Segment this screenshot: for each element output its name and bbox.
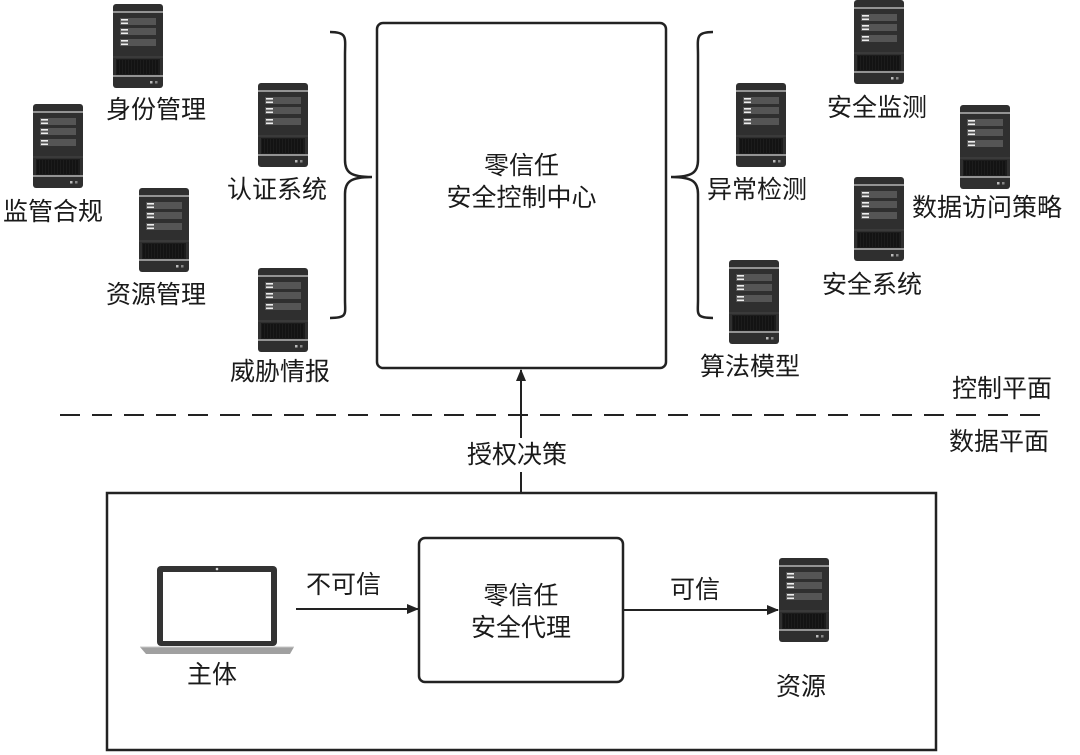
label-algorithm-model: 算法模型 (700, 352, 801, 381)
server-icon-threat-intelligence (258, 268, 308, 352)
control-center-title: 零信任 安全控制中心 (377, 150, 666, 214)
server-icon-algorithm-model (729, 260, 779, 344)
server-icon-security-system (854, 177, 904, 261)
left-brace (329, 30, 373, 320)
laptop-icon (140, 566, 294, 654)
proxy-line1: 零信任 (483, 581, 559, 610)
label-security-monitoring: 安全监测 (827, 93, 928, 122)
label-control-plane: 控制平面 (952, 374, 1053, 403)
label-untrusted: 不可信 (306, 570, 382, 599)
server-icon-resource-management (139, 188, 189, 272)
right-brace (670, 30, 714, 320)
label-authorization-decision: 授权决策 (467, 440, 568, 470)
server-icon-compliance (33, 104, 83, 188)
label-identity-management: 身份管理 (106, 95, 207, 124)
server-icon-security-monitoring (854, 0, 904, 84)
proxy-box (417, 536, 625, 684)
label-subject: 主体 (187, 660, 238, 689)
server-icon-authentication-system (258, 83, 308, 167)
label-threat-intelligence: 威胁情报 (230, 357, 331, 386)
label-data-access-policy: 数据访问策略 (912, 193, 1063, 222)
server-icon-data-access-policy (960, 105, 1010, 189)
control-center-line2: 安全控制中心 (446, 183, 597, 212)
server-icon-identity-management (113, 4, 163, 88)
label-security-system: 安全系统 (822, 270, 923, 299)
label-authentication-system: 认证系统 (227, 175, 328, 204)
label-data-plane: 数据平面 (949, 427, 1050, 456)
label-resource: 资源 (776, 672, 827, 701)
label-resource-management: 资源管理 (106, 280, 207, 309)
server-icon-resource (779, 558, 829, 642)
label-anomaly-detection: 异常检测 (707, 175, 808, 204)
proxy-title: 零信任 安全代理 (419, 580, 623, 644)
proxy-line2: 安全代理 (470, 613, 571, 642)
control-center-line1: 零信任 (483, 151, 559, 180)
label-trusted: 可信 (670, 575, 721, 604)
server-icon-anomaly-detection (736, 83, 786, 167)
control-center-box (375, 21, 668, 370)
label-compliance: 监管合规 (3, 197, 104, 226)
